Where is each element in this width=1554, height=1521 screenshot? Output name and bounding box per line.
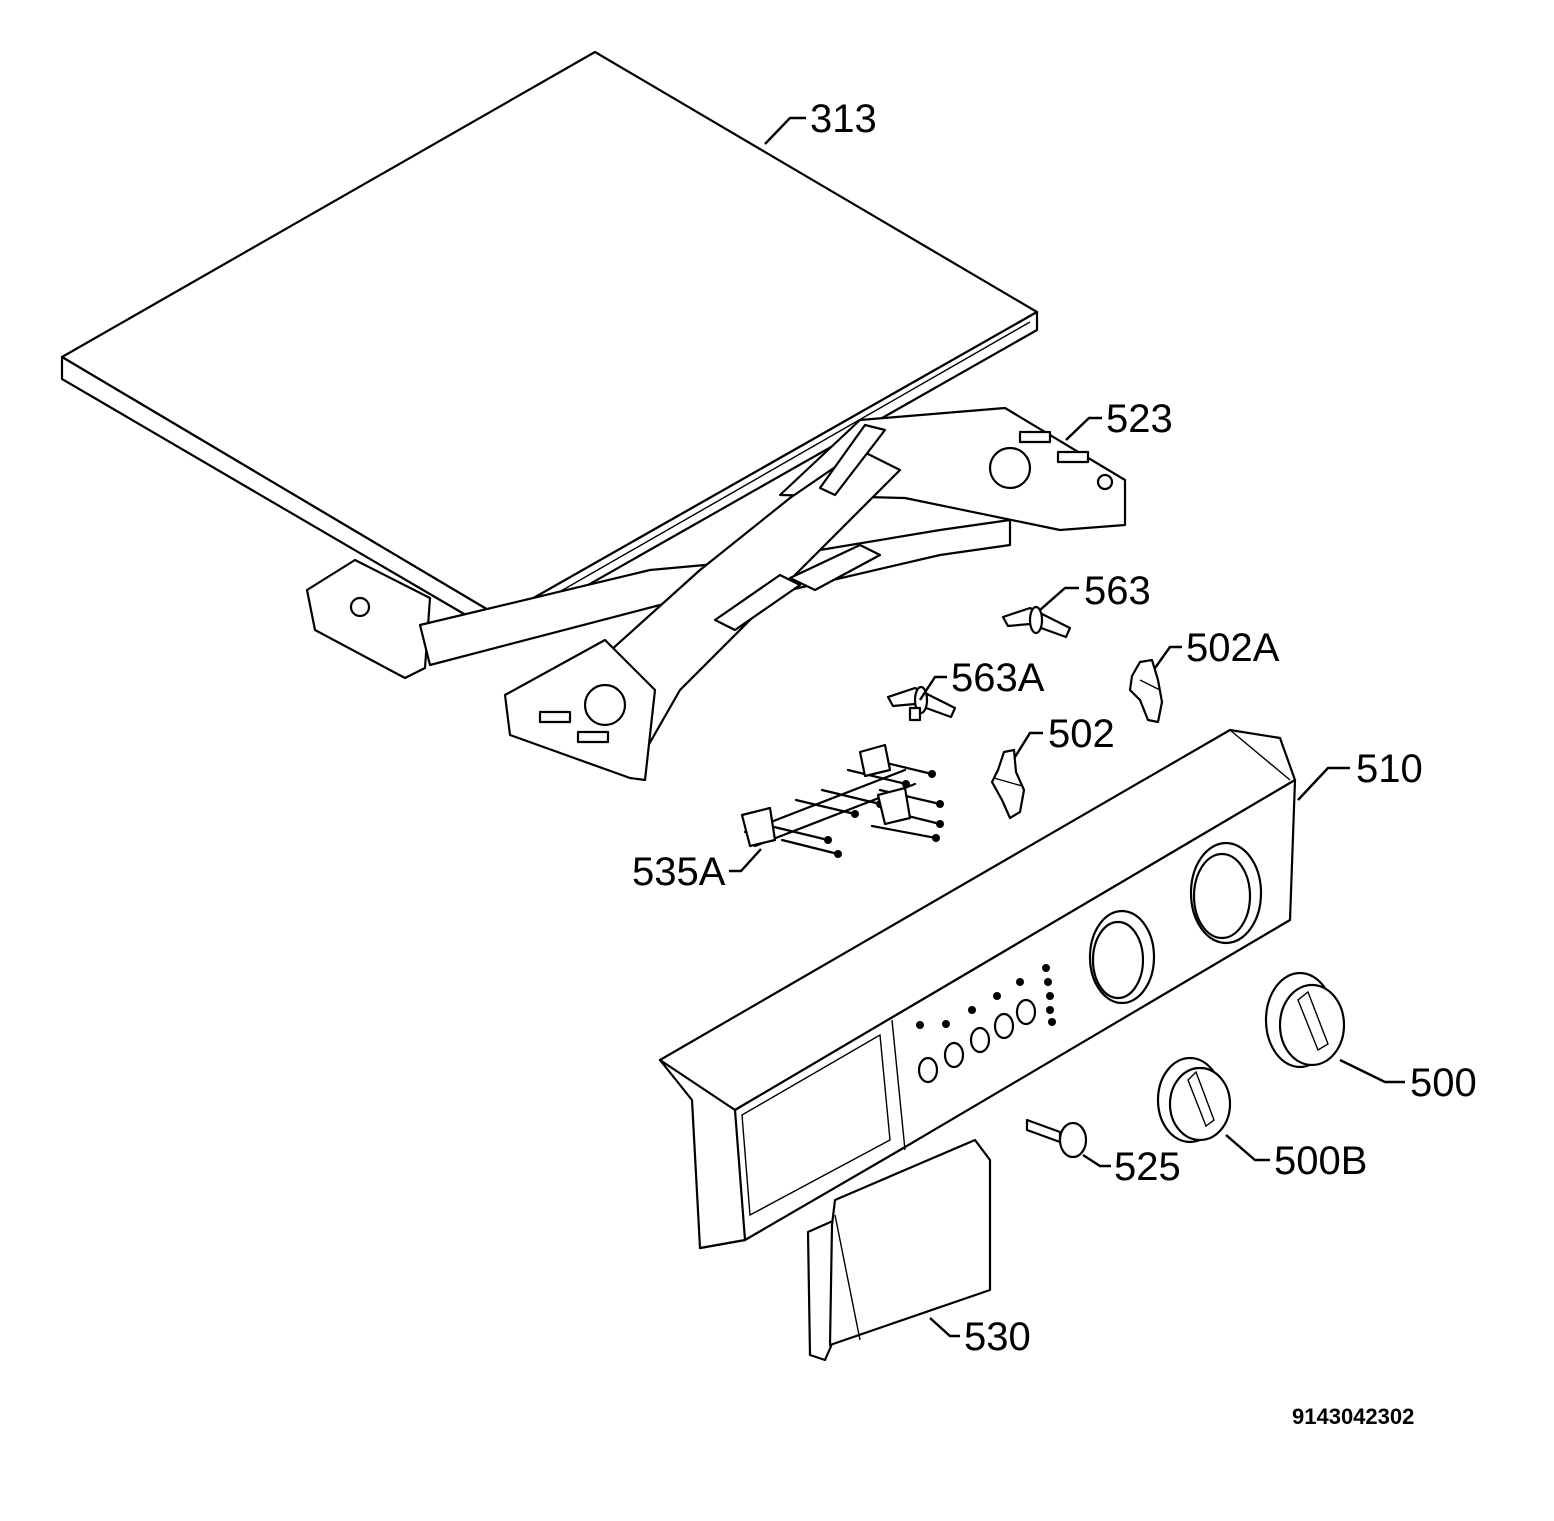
leader-502 [1013, 731, 1043, 758]
part-502A-lever [1128, 658, 1164, 724]
part-530-drawer-front [806, 1138, 992, 1362]
leader-563A [918, 675, 947, 701]
part-563-plunger [1001, 605, 1072, 639]
part-525-plunger [1025, 1118, 1088, 1159]
part-313-top-cover [60, 50, 1039, 637]
leader-535A [729, 848, 762, 873]
leader-563 [1039, 586, 1079, 611]
leader-510 [1297, 766, 1350, 801]
leader-lines [729, 116, 1405, 1338]
document-number: 9143042302 [1292, 1404, 1414, 1429]
part-500-knob [1264, 971, 1346, 1069]
label-510: 510 [1356, 747, 1423, 791]
leader-313 [764, 116, 806, 145]
leader-502A [1154, 645, 1182, 669]
part-523-support-frame [305, 406, 1127, 782]
label-523: 523 [1106, 397, 1173, 441]
label-563A: 563A [951, 656, 1045, 700]
part-500B-knob [1156, 1056, 1232, 1144]
leader-500 [1339, 1058, 1405, 1084]
label-563: 563 [1084, 569, 1151, 613]
part-labels: 313 523 563 502A 563A 502 510 535A 500 5… [632, 97, 1477, 1359]
label-502: 502 [1048, 712, 1115, 756]
leader-525 [1082, 1153, 1111, 1168]
part-510-control-panel [658, 728, 1297, 1250]
leader-523 [1065, 416, 1102, 441]
leader-500B [1225, 1134, 1270, 1162]
label-525: 525 [1114, 1145, 1181, 1189]
label-500B: 500B [1274, 1139, 1367, 1183]
label-500: 500 [1410, 1061, 1477, 1105]
part-563A-plunger [886, 685, 957, 722]
part-502-lever [990, 748, 1026, 820]
part-535A-light-pipes [740, 743, 944, 858]
leader-530 [929, 1317, 960, 1338]
label-535A: 535A [632, 850, 726, 894]
label-502A: 502A [1186, 626, 1280, 670]
label-530: 530 [964, 1315, 1031, 1359]
label-313: 313 [810, 97, 877, 141]
